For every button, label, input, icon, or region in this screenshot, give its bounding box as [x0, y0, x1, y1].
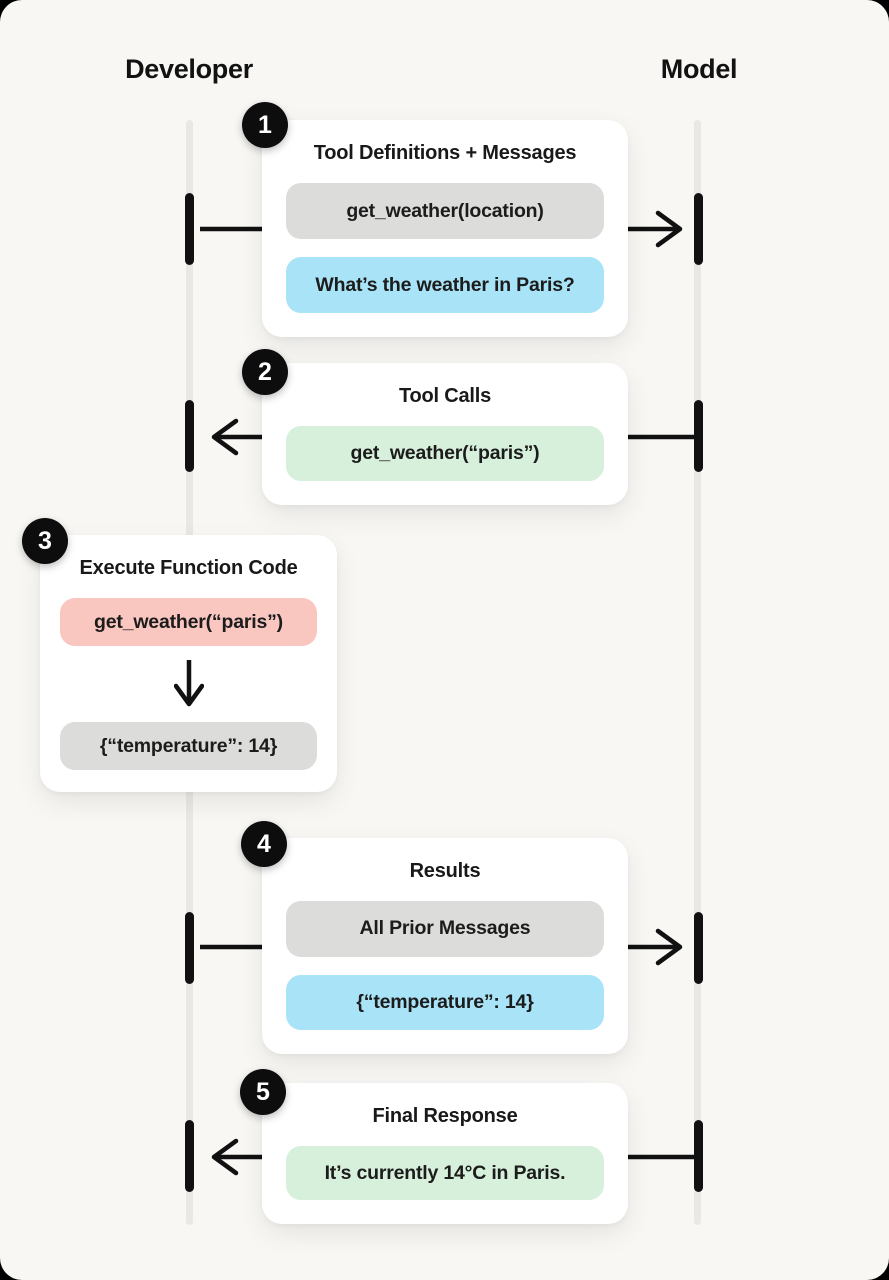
step4-prior-messages-pill: All Prior Messages — [286, 901, 604, 957]
model-column-label: Model — [660, 54, 738, 84]
developer-column-label: Developer — [125, 54, 253, 84]
step2-title: Tool Calls — [398, 385, 492, 407]
step4-card: 4 Results All Prior Messages {“temperatu… — [241, 821, 628, 1054]
developer-activation-bar-step2 — [185, 400, 194, 472]
step4-badge: 4 — [241, 821, 287, 867]
developer-activation-bar-step4 — [185, 912, 194, 984]
step5-badge: 5 — [240, 1069, 286, 1115]
step1-user-message-pill: What’s the weather in Paris? — [286, 257, 604, 313]
model-activation-bar-step2 — [694, 400, 703, 472]
step2-badge: 2 — [242, 349, 288, 395]
arrow-down-step3-icon — [173, 660, 204, 707]
step1-tool-definition-pill: get_weather(location) — [286, 183, 604, 239]
step4-result-pill: {“temperature”: 14} — [286, 974, 604, 1030]
step1-card: 1 Tool Definitions + Messages get_weathe… — [242, 102, 628, 337]
developer-activation-bar-step5 — [185, 1120, 194, 1192]
model-activation-bar-step4 — [694, 912, 703, 984]
step5-card: 5 Final Response It’s currently 14°C in … — [240, 1069, 628, 1224]
step3-badge: 3 — [22, 518, 68, 564]
step3-title: Execute Function Code — [79, 557, 298, 579]
step1-title: Tool Definitions + Messages — [313, 142, 577, 164]
model-activation-bar-step1 — [694, 193, 703, 265]
step3-function-result-pill: {“temperature”: 14} — [60, 722, 317, 770]
model-lifeline — [694, 120, 701, 1225]
step3-function-call-pill: get_weather(“paris”) — [60, 598, 317, 646]
step3-card: 3 Execute Function Code get_weather(“par… — [22, 518, 337, 792]
step2-tool-call-pill: get_weather(“paris”) — [286, 426, 604, 481]
step2-card: 2 Tool Calls get_weather(“paris”) — [242, 349, 628, 505]
model-activation-bar-step5 — [694, 1120, 703, 1192]
step1-badge: 1 — [242, 102, 288, 148]
step5-title: Final Response — [372, 1105, 518, 1127]
step4-title: Results — [409, 860, 481, 882]
step5-final-response-pill: It’s currently 14°C in Paris. — [286, 1146, 604, 1200]
developer-activation-bar-step1 — [185, 193, 194, 265]
